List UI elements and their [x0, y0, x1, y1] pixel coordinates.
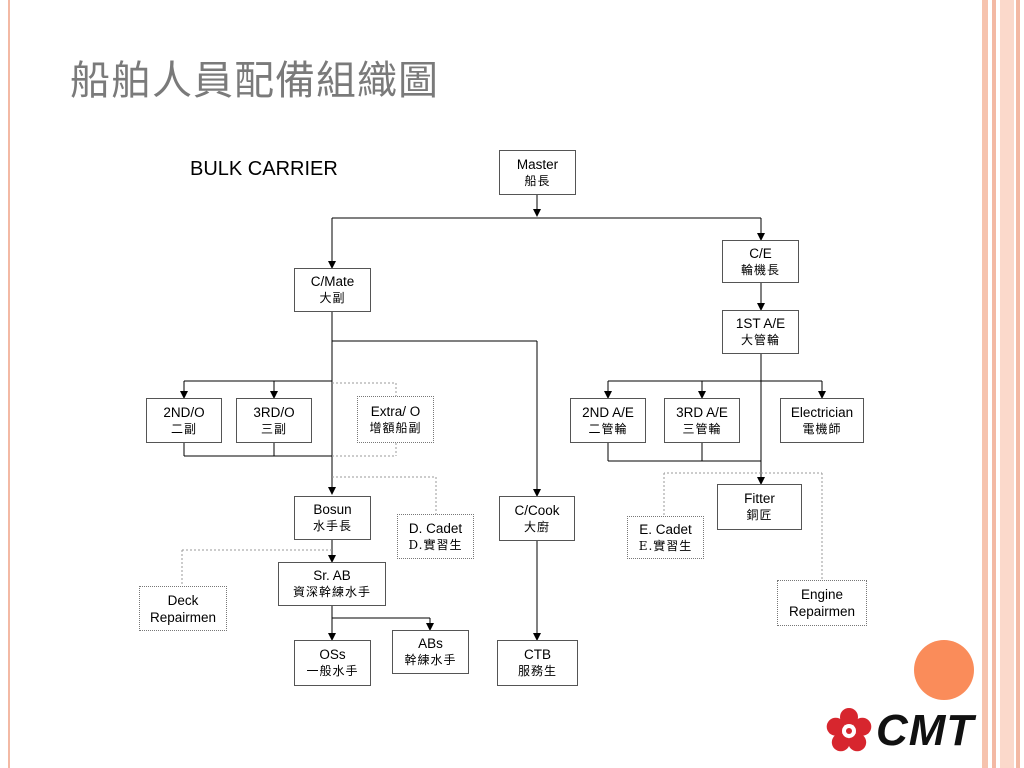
node-fitter-zh: 銅匠	[746, 508, 773, 522]
accent-circle	[914, 640, 974, 700]
node-fitter-en: Fitter	[744, 491, 775, 506]
node-second-ae: 2ND A/E 二管輪	[570, 398, 646, 443]
node-deckrep-line1: Deck	[167, 592, 199, 608]
left-frame-stripe	[8, 0, 10, 768]
node-first-ae: 1ST A/E 大管輪	[722, 310, 799, 354]
node-ae3-zh: 三管輪	[682, 421, 722, 436]
node-bosun-zh: 水手長	[312, 519, 352, 533]
node-dcadet-en: D. Cadet	[408, 520, 463, 536]
node-oss-zh: 一般水手	[306, 664, 359, 678]
node-chief-mate: C/Mate 大副	[294, 268, 371, 312]
node-second-officer: 2ND/O 二副	[146, 398, 222, 443]
node-fitter: Fitter 銅匠	[717, 484, 802, 530]
node-extra-zh: 增額船副	[369, 420, 422, 435]
node-senior-ab: Sr. AB 資深幹練水手	[278, 562, 386, 606]
node-cmate-zh: 大副	[319, 291, 346, 305]
node-ecadet-en: E. Cadet	[639, 521, 692, 537]
node-electrician: Electrician 電機師	[780, 398, 864, 443]
node-ae1-zh: 大管輪	[740, 333, 780, 347]
node-third-officer: 3RD/O 三副	[236, 398, 312, 443]
slide-title: 船舶人員配備組織圖	[70, 58, 439, 104]
node-elec-zh: 電機師	[802, 421, 842, 436]
node-ae3-en: 3RD A/E	[676, 404, 728, 420]
slide-subtitle: BULK CARRIER	[190, 158, 338, 180]
plum-blossom-icon	[826, 708, 872, 752]
node-ecadet-zh: E.實習生	[638, 538, 693, 553]
node-o3-en: 3RD/O	[253, 404, 295, 420]
node-cmate-en: C/Mate	[310, 274, 355, 289]
node-ccook-en: C/Cook	[514, 502, 560, 518]
node-bosun-en: Bosun	[313, 502, 352, 517]
logo-text: CMT	[876, 706, 975, 755]
node-ae2-en: 2ND A/E	[582, 404, 634, 420]
node-ctb-en: CTB	[524, 647, 551, 662]
node-deck-repairmen: Deck Repairmen	[139, 586, 227, 631]
node-ordinary-seamen: OSs 一般水手	[294, 640, 371, 686]
node-dcadet-zh: D.實習生	[408, 537, 463, 552]
node-third-ae: 3RD A/E 三管輪	[664, 398, 740, 443]
node-ae1-en: 1ST A/E	[735, 316, 786, 331]
node-ctb-zh: 服務生	[517, 664, 557, 678]
node-ctb: CTB 服務生	[497, 640, 578, 686]
node-bosun: Bosun 水手長	[294, 496, 371, 540]
node-enginerep-line2: Repairmen	[788, 604, 856, 619]
right-frame-stripes	[978, 0, 1024, 768]
node-deck-cadet: D. Cadet D.實習生	[397, 514, 474, 559]
node-chief-cook: C/Cook 大廚	[499, 496, 575, 541]
node-engine-repairmen: Engine Repairmen	[777, 580, 867, 626]
node-extra-en: Extra/ O	[370, 403, 421, 419]
node-extra-officer: Extra/ O 增額船副	[357, 396, 434, 443]
node-abs-zh: 幹練水手	[404, 653, 457, 667]
node-master-zh: 船長	[524, 173, 551, 188]
node-ce-zh: 輪機長	[740, 262, 780, 277]
node-deckrep-line2: Repairmen	[149, 609, 217, 625]
node-engine-cadet: E. Cadet E.實習生	[627, 516, 704, 559]
node-chief-engineer: C/E 輪機長	[722, 240, 799, 283]
node-elec-en: Electrician	[790, 404, 854, 420]
node-srab-zh: 資深幹練水手	[292, 585, 371, 599]
node-enginerep-line1: Engine	[800, 587, 844, 602]
node-ccook-zh: 大廚	[523, 519, 550, 534]
node-master-en: Master	[516, 156, 559, 172]
node-abs-en: ABs	[418, 636, 443, 651]
node-o3-zh: 三副	[260, 421, 287, 436]
node-ae2-zh: 二管輪	[588, 421, 628, 436]
node-able-seamen: ABs 幹練水手	[392, 630, 469, 674]
node-ce-en: C/E	[749, 245, 772, 261]
node-o2-en: 2ND/O	[163, 404, 205, 420]
node-srab-en: Sr. AB	[313, 568, 351, 583]
node-oss-en: OSs	[319, 647, 346, 662]
node-master: Master 船長	[499, 150, 576, 195]
node-o2-zh: 二副	[170, 421, 197, 436]
